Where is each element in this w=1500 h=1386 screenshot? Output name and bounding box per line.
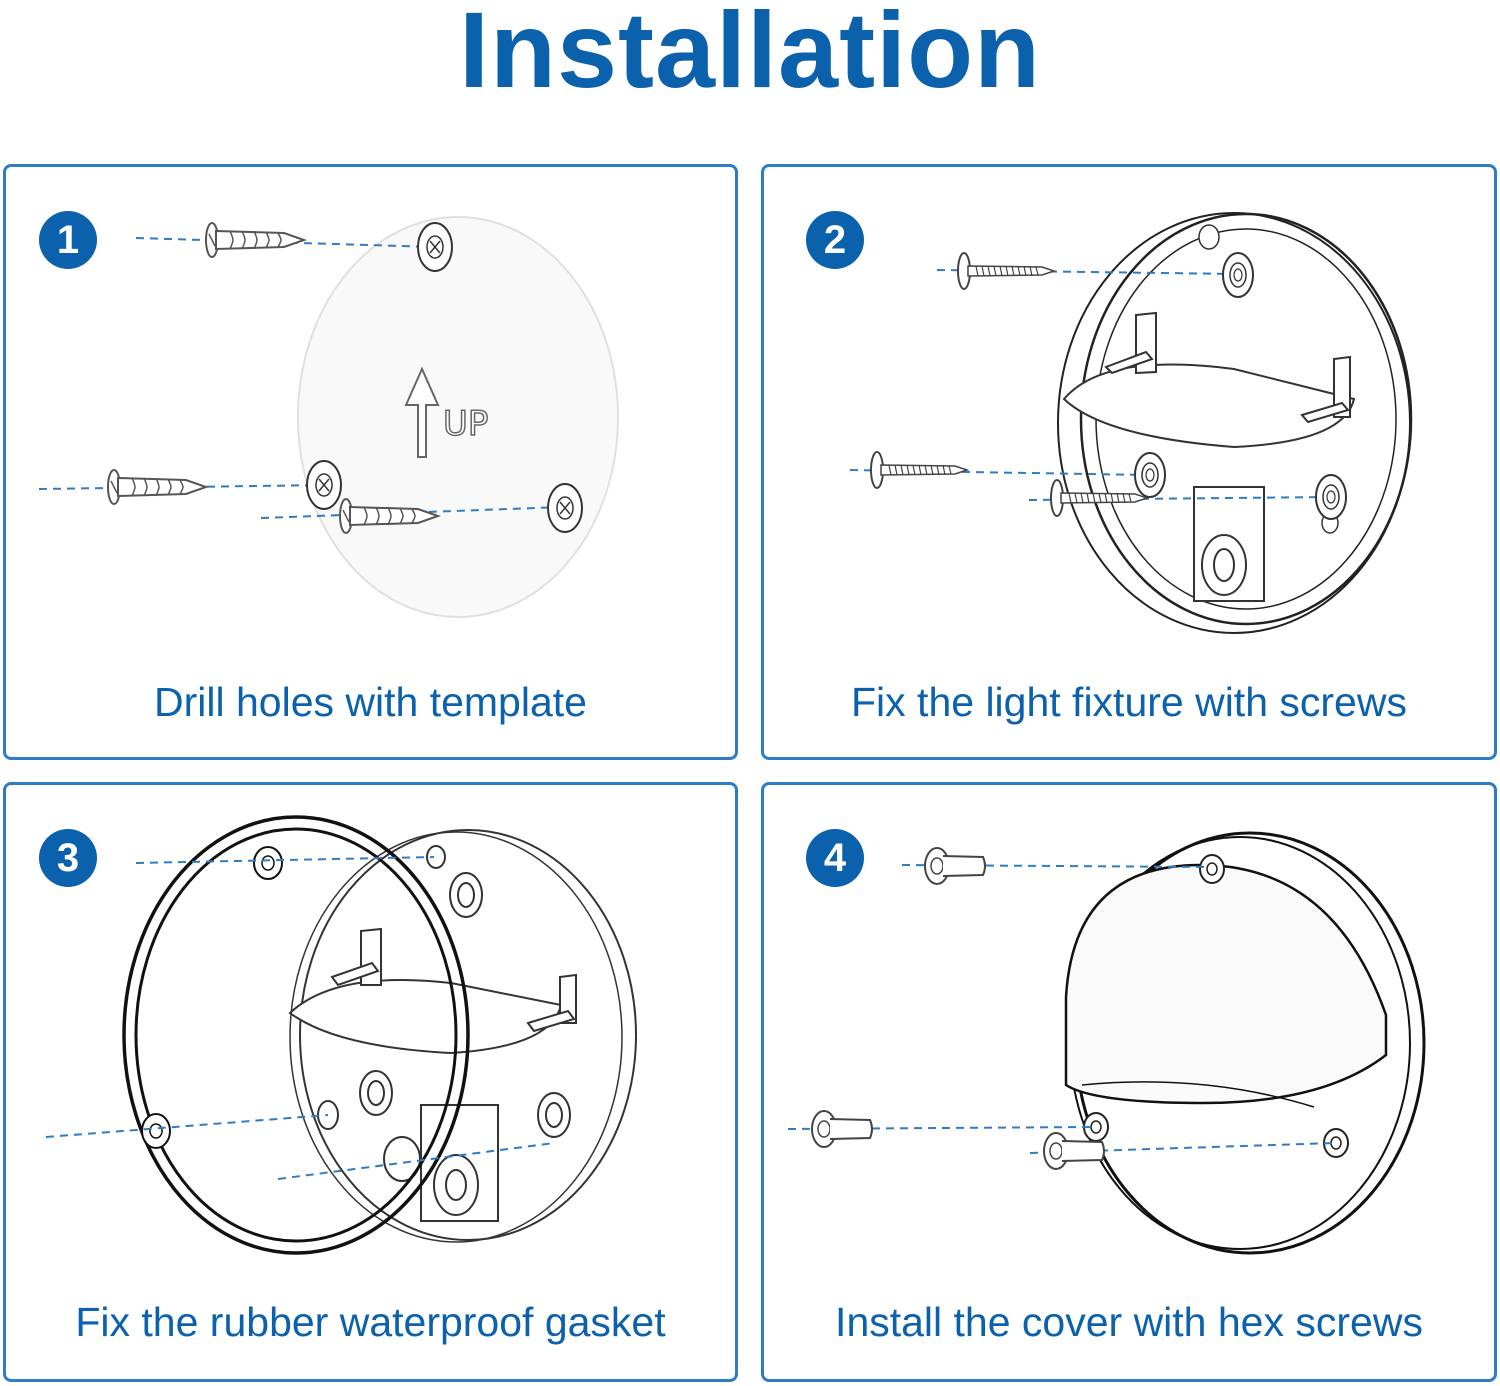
template-hole-left bbox=[306, 460, 342, 510]
step-4-caption: Install the cover with hex screws bbox=[835, 1299, 1423, 1345]
template-hole-top bbox=[417, 222, 453, 272]
step-2-illustration bbox=[849, 212, 1413, 634]
step-3-panel: 3 Fix the rubber waterproof gasket bbox=[3, 782, 738, 1382]
step-1-illustration: UP bbox=[38, 216, 619, 618]
rubber-gasket bbox=[122, 815, 470, 1255]
step-1-number: 1 bbox=[39, 211, 97, 269]
light-fixture-housing bbox=[288, 829, 637, 1243]
arrow-up-icon bbox=[404, 366, 440, 458]
screw-icon bbox=[957, 252, 1055, 290]
hex-screw-icon bbox=[924, 847, 986, 885]
screw-icon bbox=[870, 451, 968, 489]
template-hole-right bbox=[547, 483, 583, 533]
step-2-panel: 2 Fix the light fixture with screws bbox=[761, 164, 1497, 760]
step-2-number: 2 bbox=[806, 211, 864, 269]
step-3-number: 3 bbox=[39, 829, 97, 887]
step-1-caption: Drill holes with template bbox=[154, 679, 587, 725]
hex-screw-icon bbox=[811, 1110, 873, 1148]
light-cover bbox=[1064, 831, 1426, 1255]
step-4-panel: 4 Install the cover with hex screws bbox=[761, 782, 1497, 1382]
step-3-illustration bbox=[45, 815, 637, 1255]
step-2-caption: Fix the light fixture with screws bbox=[851, 679, 1407, 725]
screw-icon bbox=[107, 469, 207, 505]
screw-icon bbox=[205, 222, 305, 258]
template-up-label: UP bbox=[443, 404, 488, 444]
page-title: Installation bbox=[458, 0, 1042, 110]
step-4-number: 4 bbox=[806, 829, 864, 887]
step-4-illustration bbox=[787, 831, 1426, 1255]
step-1-panel: UP 1 Drill holes with template bbox=[3, 164, 738, 760]
step-3-caption: Fix the rubber waterproof gasket bbox=[75, 1299, 666, 1345]
